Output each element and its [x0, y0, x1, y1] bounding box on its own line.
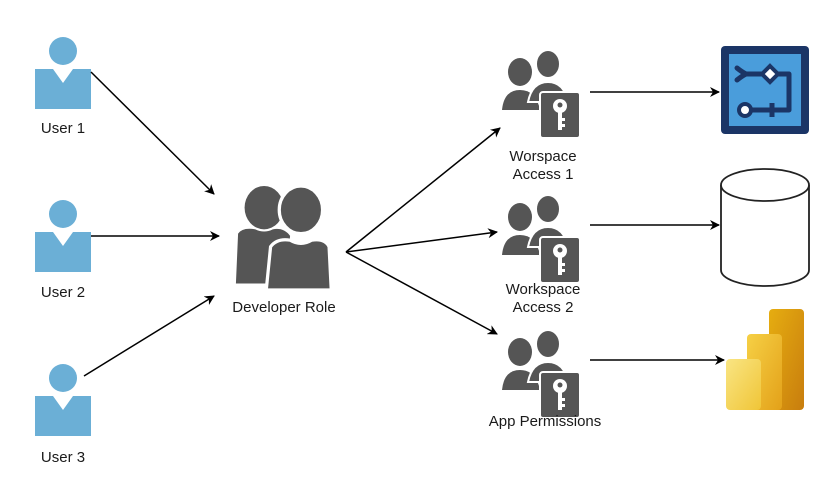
workspace-access-1-line2: Access 1	[512, 166, 574, 183]
user3-icon	[35, 364, 91, 436]
role-arrows	[345, 127, 501, 335]
workspace-access-2-icon	[501, 195, 581, 284]
user2-icon	[35, 200, 91, 272]
developer-role-label: Developer Role	[232, 299, 336, 316]
resource-arrows	[590, 87, 725, 365]
app-permissions-icon	[501, 330, 581, 419]
arrow-developer-access2	[345, 228, 498, 253]
workspace-access-1-line1: Worspace	[509, 148, 577, 165]
developer-role-icon	[236, 186, 331, 290]
user3-label: User 3	[40, 449, 86, 466]
app-permissions-label: App Permissions	[488, 413, 602, 430]
workspace-access-2-line2: Access 2	[512, 299, 574, 316]
power-bi-icon	[726, 309, 804, 410]
user2-label: User 2	[40, 284, 86, 301]
database-cylinder-icon	[720, 168, 810, 287]
arrow-user3-developer	[83, 295, 215, 377]
user1-label: User 1	[40, 120, 86, 137]
workspace-access-1-label: Worspace Access 1	[488, 148, 598, 184]
arrow-developer-access1	[345, 127, 501, 253]
data-pipeline-icon	[721, 46, 809, 134]
arrow-developer-apppermissions	[345, 251, 498, 335]
user-arrows	[83, 71, 220, 377]
user1-icon	[35, 37, 91, 109]
workspace-access-2-label: Workspace Access 2	[488, 281, 598, 317]
workspace-access-1-icon	[501, 50, 581, 139]
arrow-user1-developer	[90, 71, 215, 195]
workspace-access-2-line1: Workspace	[505, 281, 581, 298]
